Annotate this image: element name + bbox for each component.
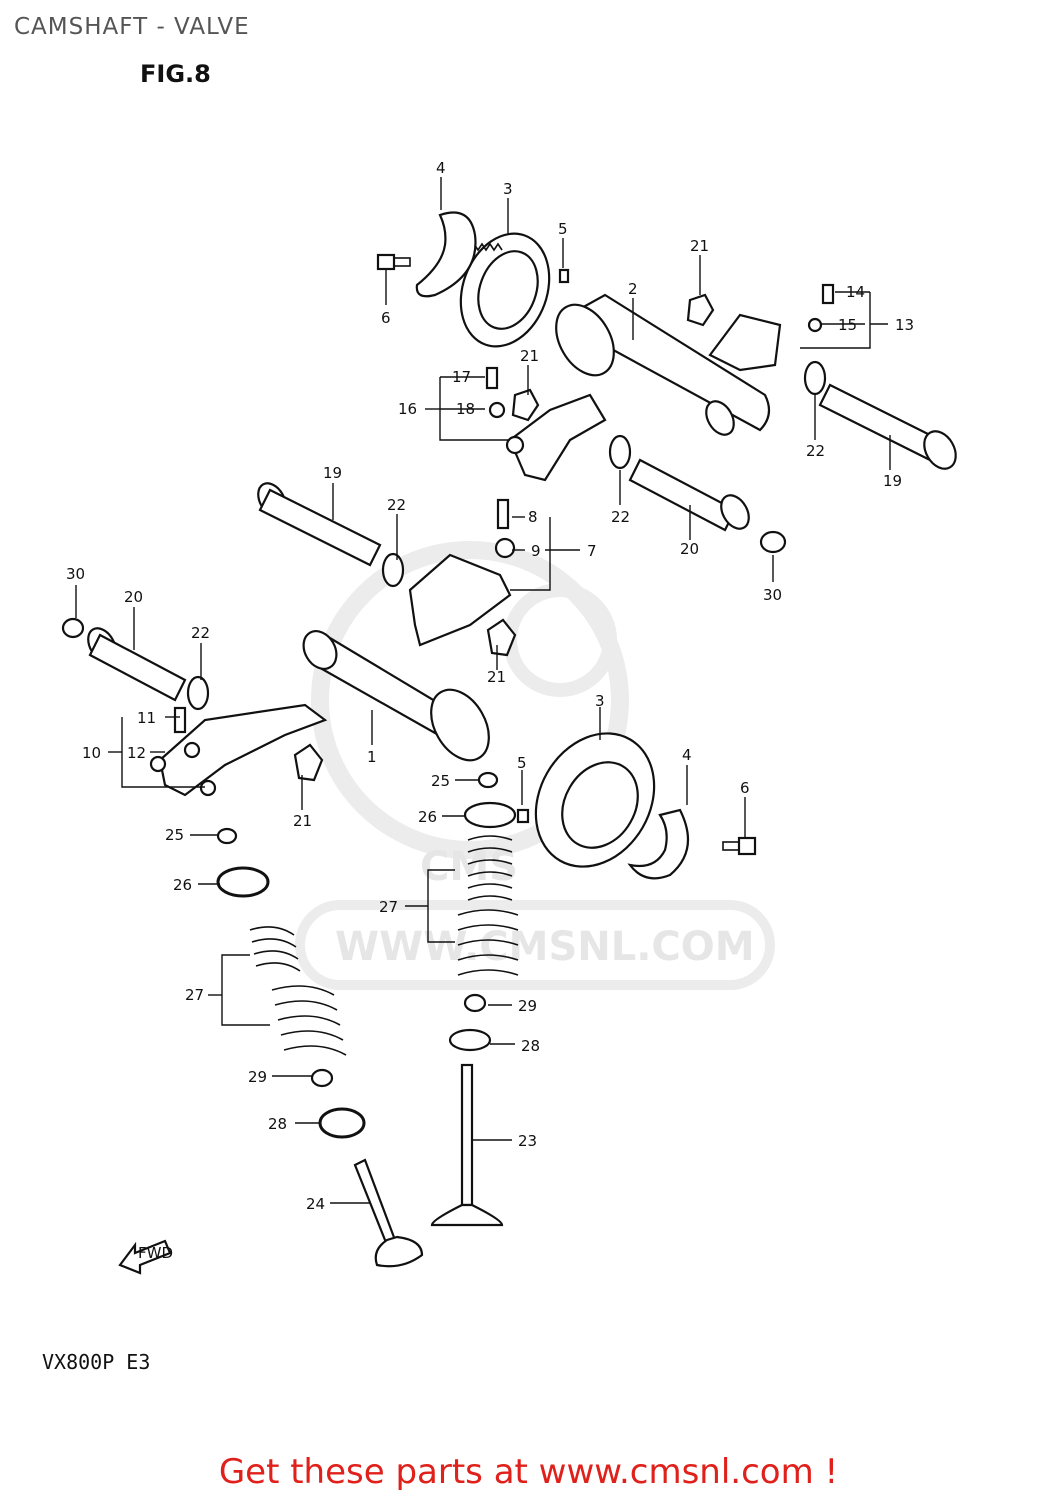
- callout-label: 19: [323, 464, 342, 482]
- rocker-arm-upper-right: [708, 283, 835, 372]
- rocker-arm-middle: [408, 498, 516, 647]
- rocker-shaft-20-lower: [87, 627, 187, 702]
- seal-29-right: [463, 993, 487, 1013]
- leader-lines: [75, 177, 891, 1204]
- watermark: CMS WWW.CMSNL.COM: [295, 541, 775, 990]
- callout-label: 22: [611, 508, 630, 526]
- rocker-shaft-20-upper: [628, 458, 750, 532]
- cap-30-right: [759, 530, 787, 554]
- callout-label: 22: [806, 442, 825, 460]
- callout-label: 27: [379, 898, 398, 916]
- callout-label: 25: [165, 826, 184, 844]
- circlip-lower: [627, 808, 690, 880]
- callout-label: 27: [185, 986, 204, 1004]
- seat-28-right: [448, 1028, 492, 1052]
- cap-30-left: [61, 617, 85, 639]
- page-title: CAMSHAFT - VALVE: [14, 14, 250, 40]
- callout-label: 30: [66, 565, 85, 583]
- callout-label: 23: [518, 1132, 537, 1150]
- cotter-25-left: [216, 827, 238, 845]
- callout-label: 17: [452, 368, 471, 386]
- bolt-lower: [722, 836, 757, 856]
- callout-label: 12: [127, 744, 146, 762]
- callout-label: 26: [418, 808, 437, 826]
- callout-label: 15: [838, 316, 857, 334]
- callout-label: 28: [521, 1037, 540, 1055]
- washer-22-b: [608, 434, 632, 470]
- valve-23: [430, 1063, 504, 1227]
- callout-label: 3: [503, 180, 513, 198]
- washer-22-d: [186, 675, 210, 711]
- callout-label: 25: [431, 772, 450, 790]
- callout-label: 4: [436, 159, 446, 177]
- model-code: VX800P E3: [42, 1350, 151, 1374]
- washer-22-c: [381, 552, 405, 588]
- callout-label: 13: [895, 316, 914, 334]
- callout-label: 22: [191, 624, 210, 642]
- callout-label: 6: [740, 779, 750, 797]
- watermark-url: WWW.CMSNL.COM: [335, 924, 755, 970]
- camshaft-upper: [555, 293, 771, 436]
- gasket-21-a: [686, 293, 715, 327]
- camshaft-lower: [302, 630, 490, 762]
- cam-sprocket-upper: [459, 232, 551, 348]
- valve-spring-27-right: [457, 835, 519, 976]
- callout-label: 29: [248, 1068, 267, 1086]
- callout-label: 14: [846, 283, 865, 301]
- callout-label: 30: [763, 586, 782, 604]
- bolt-upper: [376, 253, 411, 271]
- callout-label: 28: [268, 1115, 287, 1133]
- seal-29-left: [310, 1068, 334, 1088]
- callout-label: 20: [680, 540, 699, 558]
- callout-label: 3: [595, 692, 605, 710]
- callout-numbers: 4 3 5 21 2 6 14 15 13 17 21 16 18 22 19 …: [66, 159, 914, 1213]
- callout-label: 29: [518, 997, 537, 1015]
- rocker-shaft-19-lower: [257, 482, 382, 567]
- retainer-26-right: [463, 801, 517, 829]
- callout-label: 21: [487, 668, 506, 686]
- cotter-25-right: [477, 771, 499, 789]
- callout-label: 16: [398, 400, 417, 418]
- dowel-pin-lower: [516, 808, 530, 824]
- cam-sprocket-lower: [534, 732, 656, 868]
- callout-label: 4: [682, 746, 692, 764]
- callout-label: 21: [293, 812, 312, 830]
- gasket-21-d: [293, 743, 324, 782]
- callout-label: 9: [531, 542, 541, 560]
- figure-number: FIG.8: [140, 60, 211, 88]
- valve-24: [353, 1158, 424, 1268]
- callout-label: 20: [124, 588, 143, 606]
- callout-label: 6: [381, 309, 391, 327]
- dowel-pin-upper: [558, 268, 570, 284]
- callout-label: 22: [387, 496, 406, 514]
- fwd-label: FWD: [138, 1244, 173, 1262]
- callout-label: 21: [520, 347, 539, 365]
- promo-link[interactable]: Get these parts at www.cmsnl.com !: [218, 1452, 839, 1492]
- callout-label: 2: [628, 280, 638, 298]
- rocker-shaft-19-upper: [818, 383, 957, 470]
- gasket-21-c: [486, 618, 517, 657]
- callout-label: 19: [883, 472, 902, 490]
- callout-label: 10: [82, 744, 101, 762]
- callout-label: 24: [306, 1195, 325, 1213]
- rocker-arm-lower: [149, 703, 328, 797]
- washer-22-a: [803, 360, 827, 396]
- callout-label: 5: [517, 754, 527, 772]
- retainer-26-left: [216, 866, 270, 898]
- callout-label: 26: [173, 876, 192, 894]
- rocker-arm-upper-left: [485, 366, 607, 482]
- callout-label: 11: [137, 709, 156, 727]
- fwd-arrow-icon: FWD: [118, 1239, 173, 1275]
- callout-label: 18: [456, 400, 475, 418]
- valve-spring-27-left: [249, 926, 347, 1056]
- callout-label: 7: [587, 542, 597, 560]
- circlip-upper: [415, 211, 477, 298]
- gasket-21-b: [511, 388, 540, 422]
- callout-label: 21: [690, 237, 709, 255]
- callout-label: 1: [367, 748, 377, 766]
- seat-28-left: [318, 1107, 366, 1139]
- callout-label: 8: [528, 508, 538, 526]
- callout-label: 5: [558, 220, 568, 238]
